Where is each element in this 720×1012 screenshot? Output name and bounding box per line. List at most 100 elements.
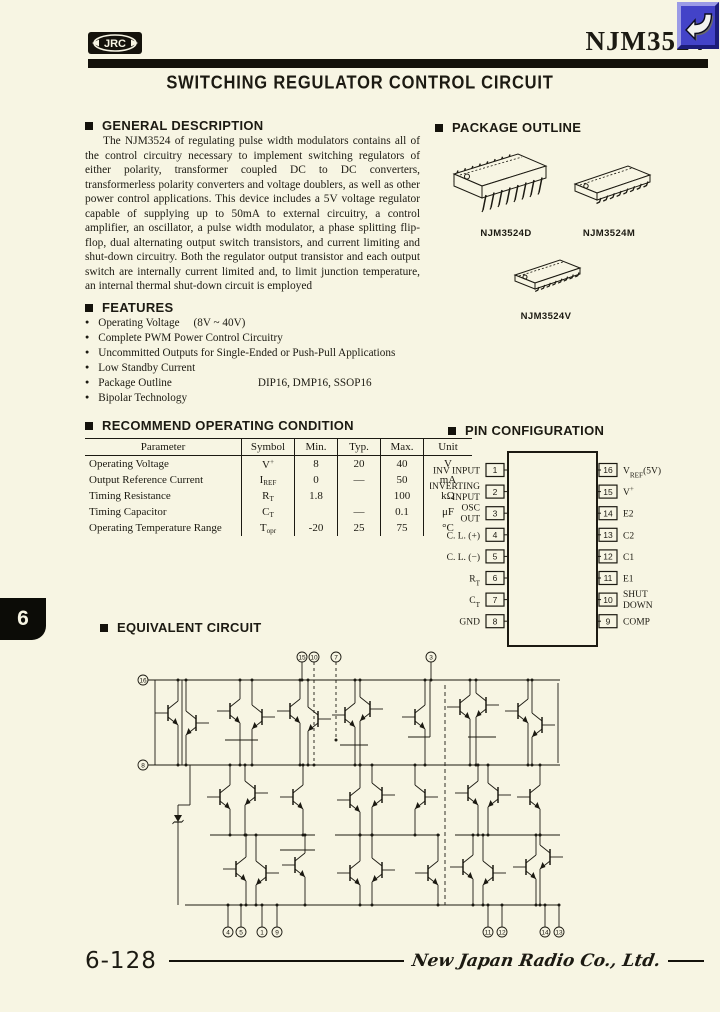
- equivalent-circuit-heading: EQUIVALENT CIRCUIT: [100, 620, 262, 635]
- svg-text:7: 7: [334, 654, 338, 661]
- header-rule: [88, 59, 708, 68]
- svg-text:15: 15: [603, 487, 613, 497]
- col-typ: Typ.: [337, 438, 381, 456]
- col-parameter: Parameter: [85, 438, 242, 456]
- pin-configuration-heading: PIN CONFIGURATION: [448, 423, 604, 438]
- feature-label: Package Outline: [98, 376, 172, 389]
- pin-box-4: [485, 527, 505, 542]
- table-cell: [337, 488, 381, 504]
- table-cell: 0: [294, 472, 338, 488]
- table-cell: [294, 504, 338, 520]
- table-cell: —: [337, 472, 381, 488]
- pin-label-12: C1: [623, 553, 634, 563]
- black-square-icon: [100, 623, 108, 632]
- table-cell: 8: [294, 455, 338, 472]
- svg-text:13: 13: [603, 530, 613, 540]
- pin-box-13: [598, 527, 618, 542]
- pin-box-12: [598, 549, 618, 564]
- pin-label-8: GND: [459, 618, 480, 628]
- table-cell: -20: [294, 520, 338, 536]
- company-name: New Japan Radio Co., Ltd.: [410, 951, 662, 971]
- section-tab: 6: [0, 598, 46, 640]
- svg-text:5: 5: [493, 552, 498, 562]
- bullet-dot-icon: ●: [85, 392, 90, 401]
- feature-value: (8V ~ 40V): [193, 317, 246, 329]
- operating-condition-heading: RECOMMEND OPERATING CONDITION: [85, 418, 354, 433]
- svg-text:12: 12: [498, 929, 506, 936]
- general-description-text: The NJM3524 of regulating pulse width mo…: [85, 135, 420, 293]
- svg-text:8: 8: [141, 762, 145, 769]
- svg-text:10: 10: [310, 654, 318, 661]
- pin-label-5: C. L. (−): [447, 552, 480, 563]
- feature-label: Operating Voltage: [98, 317, 180, 329]
- features-heading: FEATURES: [85, 300, 174, 315]
- pin-label-7: CT: [469, 596, 480, 609]
- table-cell: 25: [337, 520, 381, 536]
- table-cell: 1.8: [294, 488, 338, 504]
- svg-text:16: 16: [603, 465, 613, 475]
- table-cell: 40: [380, 455, 424, 472]
- table-cell: °C: [423, 520, 472, 536]
- pin-box-3: [485, 506, 505, 521]
- svg-text:10: 10: [603, 595, 613, 605]
- svg-text:16: 16: [139, 677, 147, 684]
- table-cell: 20: [337, 455, 381, 472]
- svg-text:11: 11: [485, 929, 492, 936]
- table-header-row: Parameter Symbol Min. Typ. Max. Unit: [85, 438, 472, 456]
- table-cell: 50: [380, 472, 424, 488]
- bullet-dot-icon: ●: [85, 332, 90, 341]
- bullet-dot-icon: ●: [85, 318, 90, 326]
- package-label: NJM3524D: [480, 228, 531, 239]
- table-cell: 0.1: [380, 504, 424, 520]
- table-cell: μF: [423, 504, 472, 520]
- bullet-dot-icon: ●: [85, 362, 90, 371]
- bullet-dot-icon: ●: [85, 347, 90, 356]
- pin-label-16: VREF(5V): [623, 466, 661, 480]
- svg-text:3: 3: [429, 654, 433, 661]
- jrc-logo-art: JRC: [88, 32, 142, 54]
- black-square-icon: [85, 121, 93, 130]
- svg-text:12: 12: [603, 552, 613, 562]
- feature-item: ● Operating Voltage (8V ~ 40V): [85, 316, 395, 331]
- pin-label-4: C. L. (+): [447, 530, 480, 541]
- svg-text:5: 5: [239, 929, 243, 936]
- pin-label-1: INV INPUT: [433, 467, 480, 477]
- bullet-dot-icon: ●: [85, 377, 90, 386]
- col-symbol: Symbol: [241, 438, 295, 456]
- svg-text:7: 7: [493, 595, 498, 605]
- features-list: ●Operating Voltage(8V ~ 40V)●Complete PW…: [85, 316, 395, 405]
- jrc-logo: JRC: [88, 32, 144, 60]
- pin-box-16: [598, 462, 618, 478]
- feature-label: Uncommitted Outputs for Single-Ended or …: [98, 346, 396, 359]
- svg-text:13: 13: [555, 929, 563, 936]
- table-cell: —: [337, 504, 381, 520]
- svg-text:9: 9: [275, 929, 279, 936]
- table-cell: V: [423, 455, 472, 472]
- pin-box-8: [485, 614, 505, 629]
- svg-text:15: 15: [298, 654, 306, 661]
- svg-text:2: 2: [493, 487, 498, 497]
- page-footer: 6-128 New Japan Radio Co., Ltd.: [85, 948, 704, 974]
- svg-text:3: 3: [493, 508, 498, 518]
- feature-item: ●Bipolar Technology: [85, 391, 395, 406]
- page-number: 6-128: [85, 948, 157, 974]
- feature-item: ●Low Standby Current: [85, 361, 395, 376]
- footer-rule: [168, 959, 404, 963]
- pin-label-15: V+: [623, 485, 634, 498]
- circuit-terminal-8: [137, 759, 149, 771]
- pin-box-6: [485, 570, 505, 586]
- package-label: NJM3524V: [521, 311, 572, 322]
- general-description-heading: GENERAL DESCRIPTION: [85, 118, 263, 133]
- return-arrow-icon[interactable]: [677, 2, 719, 49]
- svg-text:JRC: JRC: [104, 38, 126, 50]
